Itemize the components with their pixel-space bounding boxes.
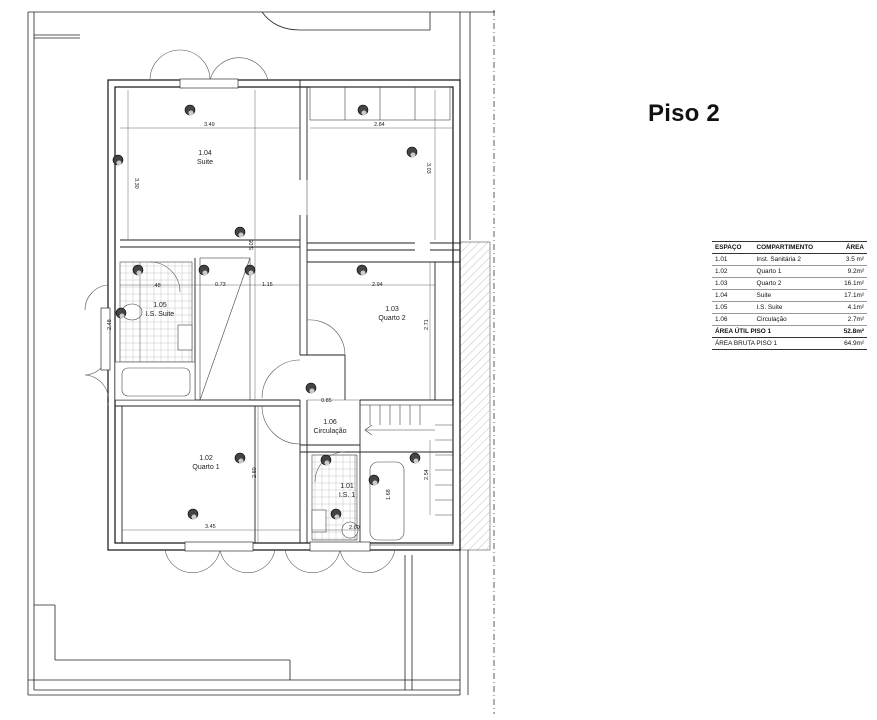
dim-label: 2.94	[372, 282, 383, 288]
area-table: ESPAÇO COMPARTIMENTO ÁREA 1.01 Inst. San…	[712, 241, 867, 350]
light-fixture-icon	[406, 146, 418, 158]
cell-area: 3.5 m²	[833, 253, 867, 266]
table-total-row: ÁREA ÚTIL PISO 1 52.8m²	[712, 325, 867, 338]
interior-walls	[115, 80, 460, 543]
header-room: COMPARTIMENTO	[753, 241, 834, 254]
windows	[100, 78, 371, 552]
cell-code: 1.06	[712, 313, 754, 326]
dimension-labels: 3.49 2.84 3.30 3.03 5.05 0.73 1.15 2.94 …	[107, 122, 431, 531]
dim-label: 5.05	[249, 239, 255, 250]
table-row: 1.06 Circulação 2.7m²	[712, 313, 867, 326]
light-fixture-icon	[320, 454, 332, 466]
stairs	[359, 404, 454, 546]
dim-label: 2.60	[252, 467, 258, 478]
cell-area: 9.2m²	[833, 265, 867, 278]
dimension-lines	[120, 90, 453, 543]
header-space: ESPAÇO	[712, 241, 754, 254]
gross-area: 64.9m²	[833, 337, 867, 350]
room-code: 1.06	[323, 419, 337, 426]
dim-label: 1.68	[386, 489, 392, 500]
light-fixture-icon	[305, 382, 317, 394]
light-fixture-icon	[187, 508, 199, 520]
light-fixture-icon	[330, 508, 342, 520]
cell-name: Circulação	[753, 313, 834, 326]
light-fixture-icon	[115, 307, 127, 319]
room-name: I.S. Suite	[146, 311, 175, 318]
total-area: 52.8m²	[833, 325, 867, 338]
light-fixture-icon	[409, 452, 421, 464]
table-row: 1.04 Suite 17.1m²	[712, 289, 867, 302]
dim-label: .48	[153, 283, 161, 289]
room-code: 1.04	[198, 150, 212, 157]
table-row: 1.02 Quarto 1 9.2m²	[712, 265, 867, 278]
room-name: I.S. 1	[339, 492, 355, 499]
site-boundary	[27, 11, 495, 696]
dim-label: 3.03	[425, 163, 431, 174]
cell-name: Suite	[753, 289, 834, 302]
total-label: ÁREA ÚTIL PISO 1	[712, 325, 834, 338]
room-name: Circulação	[313, 428, 346, 435]
room-code: 1.01	[340, 483, 354, 490]
table-gross-row: ÁREA BRUTA PISO 1 64.9m²	[712, 337, 867, 350]
dim-label: 3.49	[204, 122, 215, 128]
room-code: 1.05	[153, 302, 167, 309]
dim-label: 2.00	[349, 525, 360, 531]
light-fixture-icon	[112, 154, 124, 166]
cell-area: 17.1m²	[833, 289, 867, 302]
light-fixture-icon	[198, 264, 210, 276]
dim-label: 0.85	[321, 398, 332, 404]
door-swings	[84, 49, 396, 574]
cell-name: I.S. Suite	[753, 301, 834, 314]
dim-label: 2.71	[424, 319, 430, 330]
wardrobe	[199, 86, 451, 401]
cell-code: 1.01	[712, 253, 754, 266]
dim-label: 1.15	[262, 282, 273, 288]
exterior-wall-hatch	[459, 241, 491, 551]
light-fixture-icon	[184, 104, 196, 116]
cell-code: 1.05	[712, 301, 754, 314]
light-fixture-icon	[356, 264, 368, 276]
dim-label: 2.84	[374, 122, 385, 128]
header-area: ÁREA	[833, 241, 867, 254]
table-header-row: ESPAÇO COMPARTIMENTO ÁREA	[712, 241, 867, 254]
cell-code: 1.03	[712, 277, 754, 290]
gross-label: ÁREA BRUTA PISO 1	[712, 337, 834, 350]
light-fixture-icon	[368, 474, 380, 486]
table-row: 1.01 Inst. Sanitária 2 3.5 m²	[712, 253, 867, 266]
cell-code: 1.04	[712, 289, 754, 302]
light-fixture-icon	[357, 104, 369, 116]
light-fixture-icon	[244, 264, 256, 276]
dim-label: 2.48	[107, 319, 113, 330]
floor-title: Piso 2	[648, 100, 720, 127]
cell-code: 1.02	[712, 265, 754, 278]
cell-name: Inst. Sanitária 2	[753, 253, 834, 266]
cell-name: Quarto 2	[753, 277, 834, 290]
room-name: Suite	[197, 159, 213, 166]
cell-area: 2.7m²	[833, 313, 867, 326]
light-fixture-icon	[234, 452, 246, 464]
dim-label: 3.30	[133, 178, 139, 189]
light-fixture-icon	[132, 264, 144, 276]
cell-area: 4.1m²	[833, 301, 867, 314]
cell-area: 16.1m²	[833, 277, 867, 290]
dim-label: 0.73	[215, 282, 226, 288]
cell-name: Quarto 1	[753, 265, 834, 278]
room-name: Quarto 2	[378, 315, 405, 322]
light-fixtures	[112, 104, 421, 520]
table-row: 1.03 Quarto 2 16.1m²	[712, 277, 867, 290]
table-row: 1.05 I.S. Suite 4.1m²	[712, 301, 867, 314]
dim-label: 2.54	[424, 469, 430, 480]
room-code: 1.02	[199, 455, 213, 462]
room-labels: 1.04 Suite 1.05 I.S. Suite 1.03 Quarto 2…	[146, 150, 406, 499]
dim-label: 3.45	[205, 524, 216, 530]
light-fixture-icon	[234, 226, 246, 238]
room-code: 1.03	[385, 306, 399, 313]
room-name: Quarto 1	[192, 464, 219, 471]
